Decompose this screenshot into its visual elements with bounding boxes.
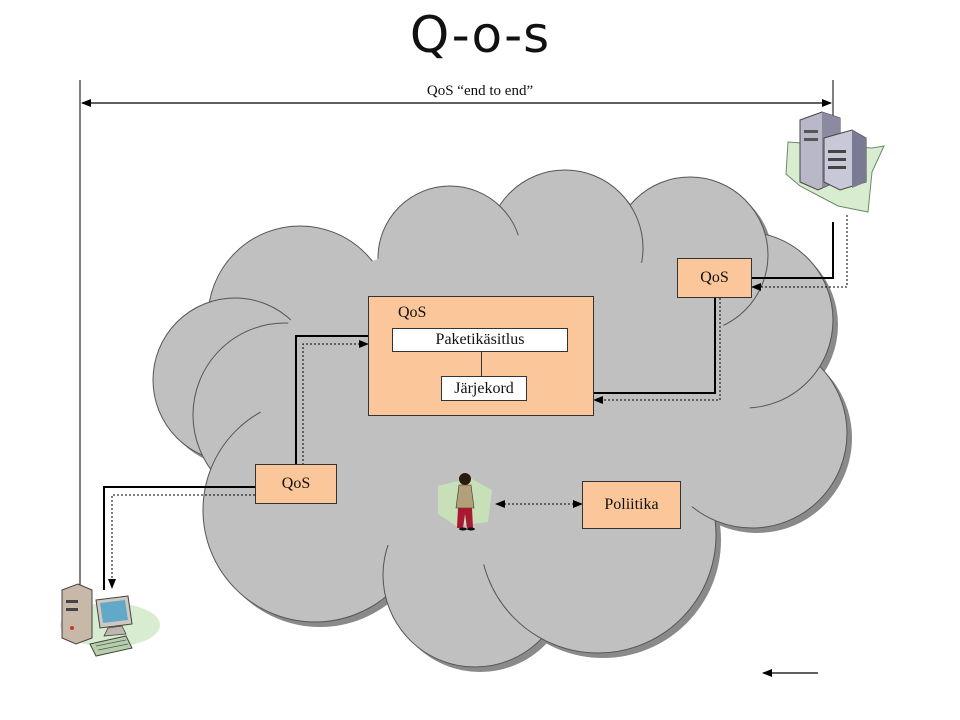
left-qos-router: QoS — [255, 464, 337, 504]
return-flow — [108, 215, 848, 589]
policy-box: Poliitika — [582, 481, 681, 529]
packet-queue-connector — [481, 352, 482, 376]
server-icon — [785, 111, 885, 213]
page-title: Q-o-s — [409, 6, 551, 64]
end-to-end-label: QoS “end to end” — [426, 83, 534, 99]
workstation-icon — [60, 583, 160, 657]
right-qos-router: QoS — [677, 258, 752, 298]
queue-box: Järjekord — [441, 376, 527, 401]
packet-handling-box: Paketikäsitlus — [392, 328, 568, 352]
network-cloud — [152, 169, 852, 672]
administrator-icon — [438, 473, 492, 531]
core-router-label: QoS — [398, 304, 427, 321]
